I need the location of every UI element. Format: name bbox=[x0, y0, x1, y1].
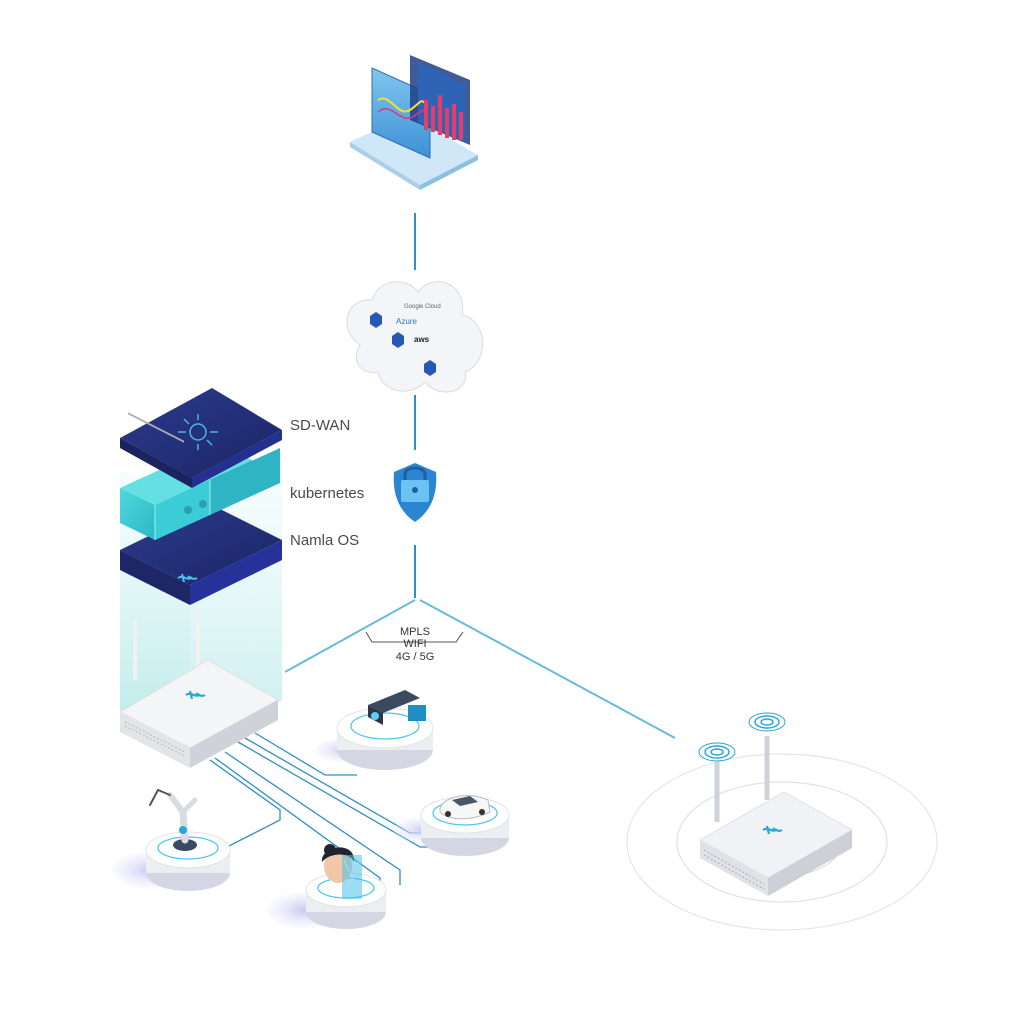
car-device bbox=[393, 795, 510, 856]
cable-robot bbox=[209, 759, 281, 849]
namla-logo-icon bbox=[185, 690, 206, 700]
cloud-provider-google: Google Cloud bbox=[404, 304, 441, 310]
sdwan-label: SD-WAN bbox=[290, 417, 351, 434]
robot-arm-icon bbox=[149, 789, 198, 851]
link-hub-router bbox=[419, 599, 676, 739]
car-icon bbox=[439, 795, 491, 820]
security-lock-icon bbox=[393, 463, 437, 522]
cloud-provider-azure: Azure bbox=[396, 317, 417, 326]
cable-face bbox=[224, 751, 401, 885]
namla-logo-icon bbox=[762, 825, 783, 835]
network-bracket bbox=[365, 631, 464, 643]
robot-device bbox=[112, 789, 231, 891]
edge-gateway-icon bbox=[118, 412, 280, 768]
edge-stack bbox=[118, 388, 282, 768]
link-hub-edge bbox=[284, 599, 416, 673]
namla-os-label: Namla OS bbox=[290, 532, 360, 549]
wifi-router-icon bbox=[698, 736, 854, 896]
wifi-router-area bbox=[626, 712, 938, 931]
network-link-cellular: 4G / 5G bbox=[395, 651, 435, 663]
security-camera-device bbox=[315, 690, 434, 770]
wifi-signal-icon-2 bbox=[748, 712, 786, 732]
wifi-signal-icon bbox=[698, 742, 736, 762]
cloud-provider-aws: aws bbox=[414, 335, 430, 344]
network-link-wifi: WIFI bbox=[403, 638, 427, 650]
face-recognition-device bbox=[267, 844, 387, 929]
network-link-mpls: MPLS bbox=[400, 626, 430, 638]
coverage-ring-outer bbox=[626, 753, 938, 931]
security-camera-icon bbox=[368, 690, 426, 725]
coverage-ring-middle bbox=[676, 781, 888, 903]
cable-camera bbox=[254, 732, 357, 776]
network-node-icon bbox=[178, 414, 218, 450]
kubernetes-icon bbox=[184, 506, 192, 514]
bracket-line bbox=[365, 631, 464, 643]
namla-logo-icon bbox=[177, 573, 198, 583]
kubernetes-icon-2 bbox=[199, 500, 207, 508]
laptop-dashboard-icon bbox=[350, 55, 478, 190]
kubernetes-label: kubernetes bbox=[290, 485, 365, 502]
sdwan-layer bbox=[120, 388, 282, 488]
cloud-icon: Google Cloud Azure aws bbox=[346, 281, 484, 393]
face-recognition-icon bbox=[321, 844, 362, 899]
namla-os-layer bbox=[120, 505, 282, 605]
connection-lines bbox=[284, 213, 676, 739]
